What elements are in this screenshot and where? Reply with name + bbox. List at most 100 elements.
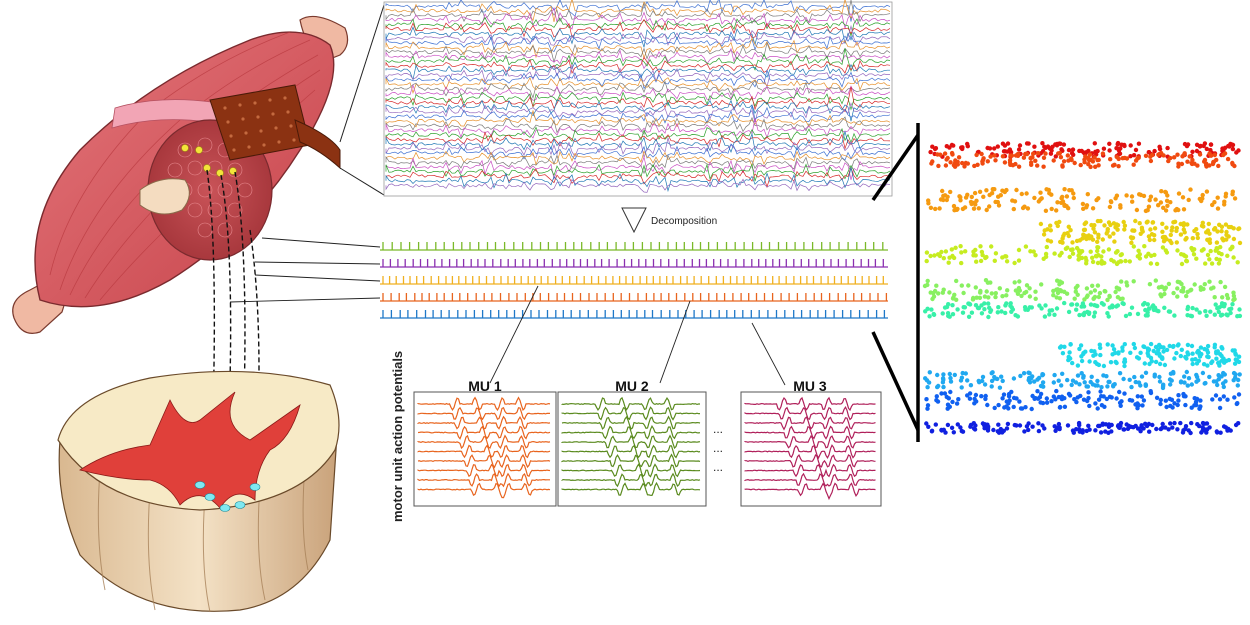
raster-dot <box>1172 155 1177 160</box>
raster-dot <box>1112 382 1117 387</box>
spike-train-2 <box>382 259 884 267</box>
raster-dot <box>1218 244 1223 250</box>
raster-dot <box>924 397 929 402</box>
raster-dot <box>1211 379 1217 384</box>
raster-dot <box>1138 192 1144 198</box>
raster-dot <box>1086 423 1091 428</box>
raster-dot <box>977 189 983 194</box>
raster-dot <box>1060 371 1065 376</box>
raster-dot <box>1090 283 1095 288</box>
raster-dot <box>937 253 943 259</box>
emg-channel-trace <box>385 166 891 189</box>
raster-dot <box>1230 162 1235 167</box>
raster-dot <box>1131 162 1136 167</box>
mu-waveform-row <box>561 415 701 430</box>
raster-dot <box>974 399 979 404</box>
raster-dot <box>985 159 990 164</box>
raster-dot <box>1166 281 1172 287</box>
raster-dot <box>1186 352 1191 357</box>
raster-dot <box>1189 405 1194 410</box>
raster-dot <box>1086 311 1092 317</box>
raster-dot <box>1211 227 1217 232</box>
raster-dot <box>949 425 955 430</box>
raster-dot <box>1110 163 1116 168</box>
raster-dot <box>1130 228 1135 233</box>
raster-dot <box>1177 280 1182 285</box>
raster-dot <box>1189 314 1195 319</box>
raster-dot <box>947 314 952 319</box>
raster-dot <box>1174 350 1179 356</box>
raster-dot <box>1148 154 1153 159</box>
raster-dot <box>1200 425 1205 430</box>
raster-dot <box>1226 143 1231 149</box>
mu-waveform-row <box>417 463 551 478</box>
raster-dot <box>1006 391 1012 397</box>
raster-dot <box>1042 314 1048 319</box>
mu-waveform-row <box>744 463 876 478</box>
raster-dot <box>989 384 994 389</box>
raster-dot <box>1074 238 1080 244</box>
raster-dot <box>1055 223 1061 229</box>
raster-dot <box>1237 313 1243 319</box>
raster-dot <box>1148 194 1154 199</box>
discharge-raster-plot <box>922 140 1243 436</box>
raster-dot <box>927 370 932 375</box>
raster-dot <box>1219 224 1225 229</box>
raster-dot <box>1000 294 1005 299</box>
raster-dot <box>946 260 951 265</box>
raster-dot <box>980 378 985 384</box>
raster-dot <box>979 151 984 157</box>
raster-dot <box>1067 254 1072 260</box>
raster-dot <box>974 295 979 300</box>
emg-channel-trace <box>385 154 891 175</box>
spike-train-5 <box>382 310 886 318</box>
raster-dot <box>1029 160 1034 165</box>
raster-dot <box>1066 147 1072 153</box>
raster-dot <box>1096 157 1101 163</box>
raster-dot <box>995 144 1000 149</box>
raster-dot <box>1091 226 1096 231</box>
raster-dot <box>986 301 991 306</box>
spinal-motoneurons <box>194 481 261 512</box>
raster-dot <box>1210 202 1215 208</box>
raster-dot <box>947 290 952 295</box>
raster-dot <box>992 258 997 263</box>
raster-dot <box>1197 144 1203 149</box>
raster-dot <box>1043 145 1048 150</box>
raster-dot <box>1153 344 1159 350</box>
raster-dot <box>1098 352 1103 358</box>
raster-dot <box>1077 422 1082 428</box>
emg-channel-trace <box>385 137 891 159</box>
raster-dot <box>1075 283 1080 289</box>
raster-dot <box>935 372 940 378</box>
raster-dot <box>1147 361 1152 367</box>
raster-dot <box>1000 188 1005 193</box>
raster-dot <box>1017 399 1022 404</box>
raster-dot <box>1108 157 1113 162</box>
raster-dot <box>1136 141 1142 146</box>
raster-dot <box>989 378 995 384</box>
raster-dot <box>1111 231 1116 236</box>
raster-dot <box>1002 143 1008 148</box>
raster-dot <box>1147 237 1153 243</box>
raster-dot <box>1082 221 1087 227</box>
raster-dot <box>1207 374 1212 380</box>
raster-dot <box>1027 380 1033 385</box>
raster-dot <box>1208 142 1214 147</box>
raster-dot <box>978 258 984 264</box>
raster-dot <box>1152 226 1158 231</box>
raster-dot <box>1154 395 1160 400</box>
mu-ellipsis-1: ... <box>713 422 723 436</box>
raster-dot <box>985 402 990 408</box>
raster-dot <box>987 146 993 151</box>
raster-dot <box>975 162 980 167</box>
raster-dot <box>1215 206 1221 211</box>
raster-dot <box>1148 355 1154 361</box>
raster-dot <box>1158 397 1164 403</box>
raster-dot <box>1217 363 1222 368</box>
raster-dot <box>1205 363 1210 368</box>
raster-dot <box>1221 304 1227 309</box>
raster-dot <box>1138 383 1143 388</box>
raster-dot <box>1003 254 1008 259</box>
raster-dot <box>989 291 994 296</box>
